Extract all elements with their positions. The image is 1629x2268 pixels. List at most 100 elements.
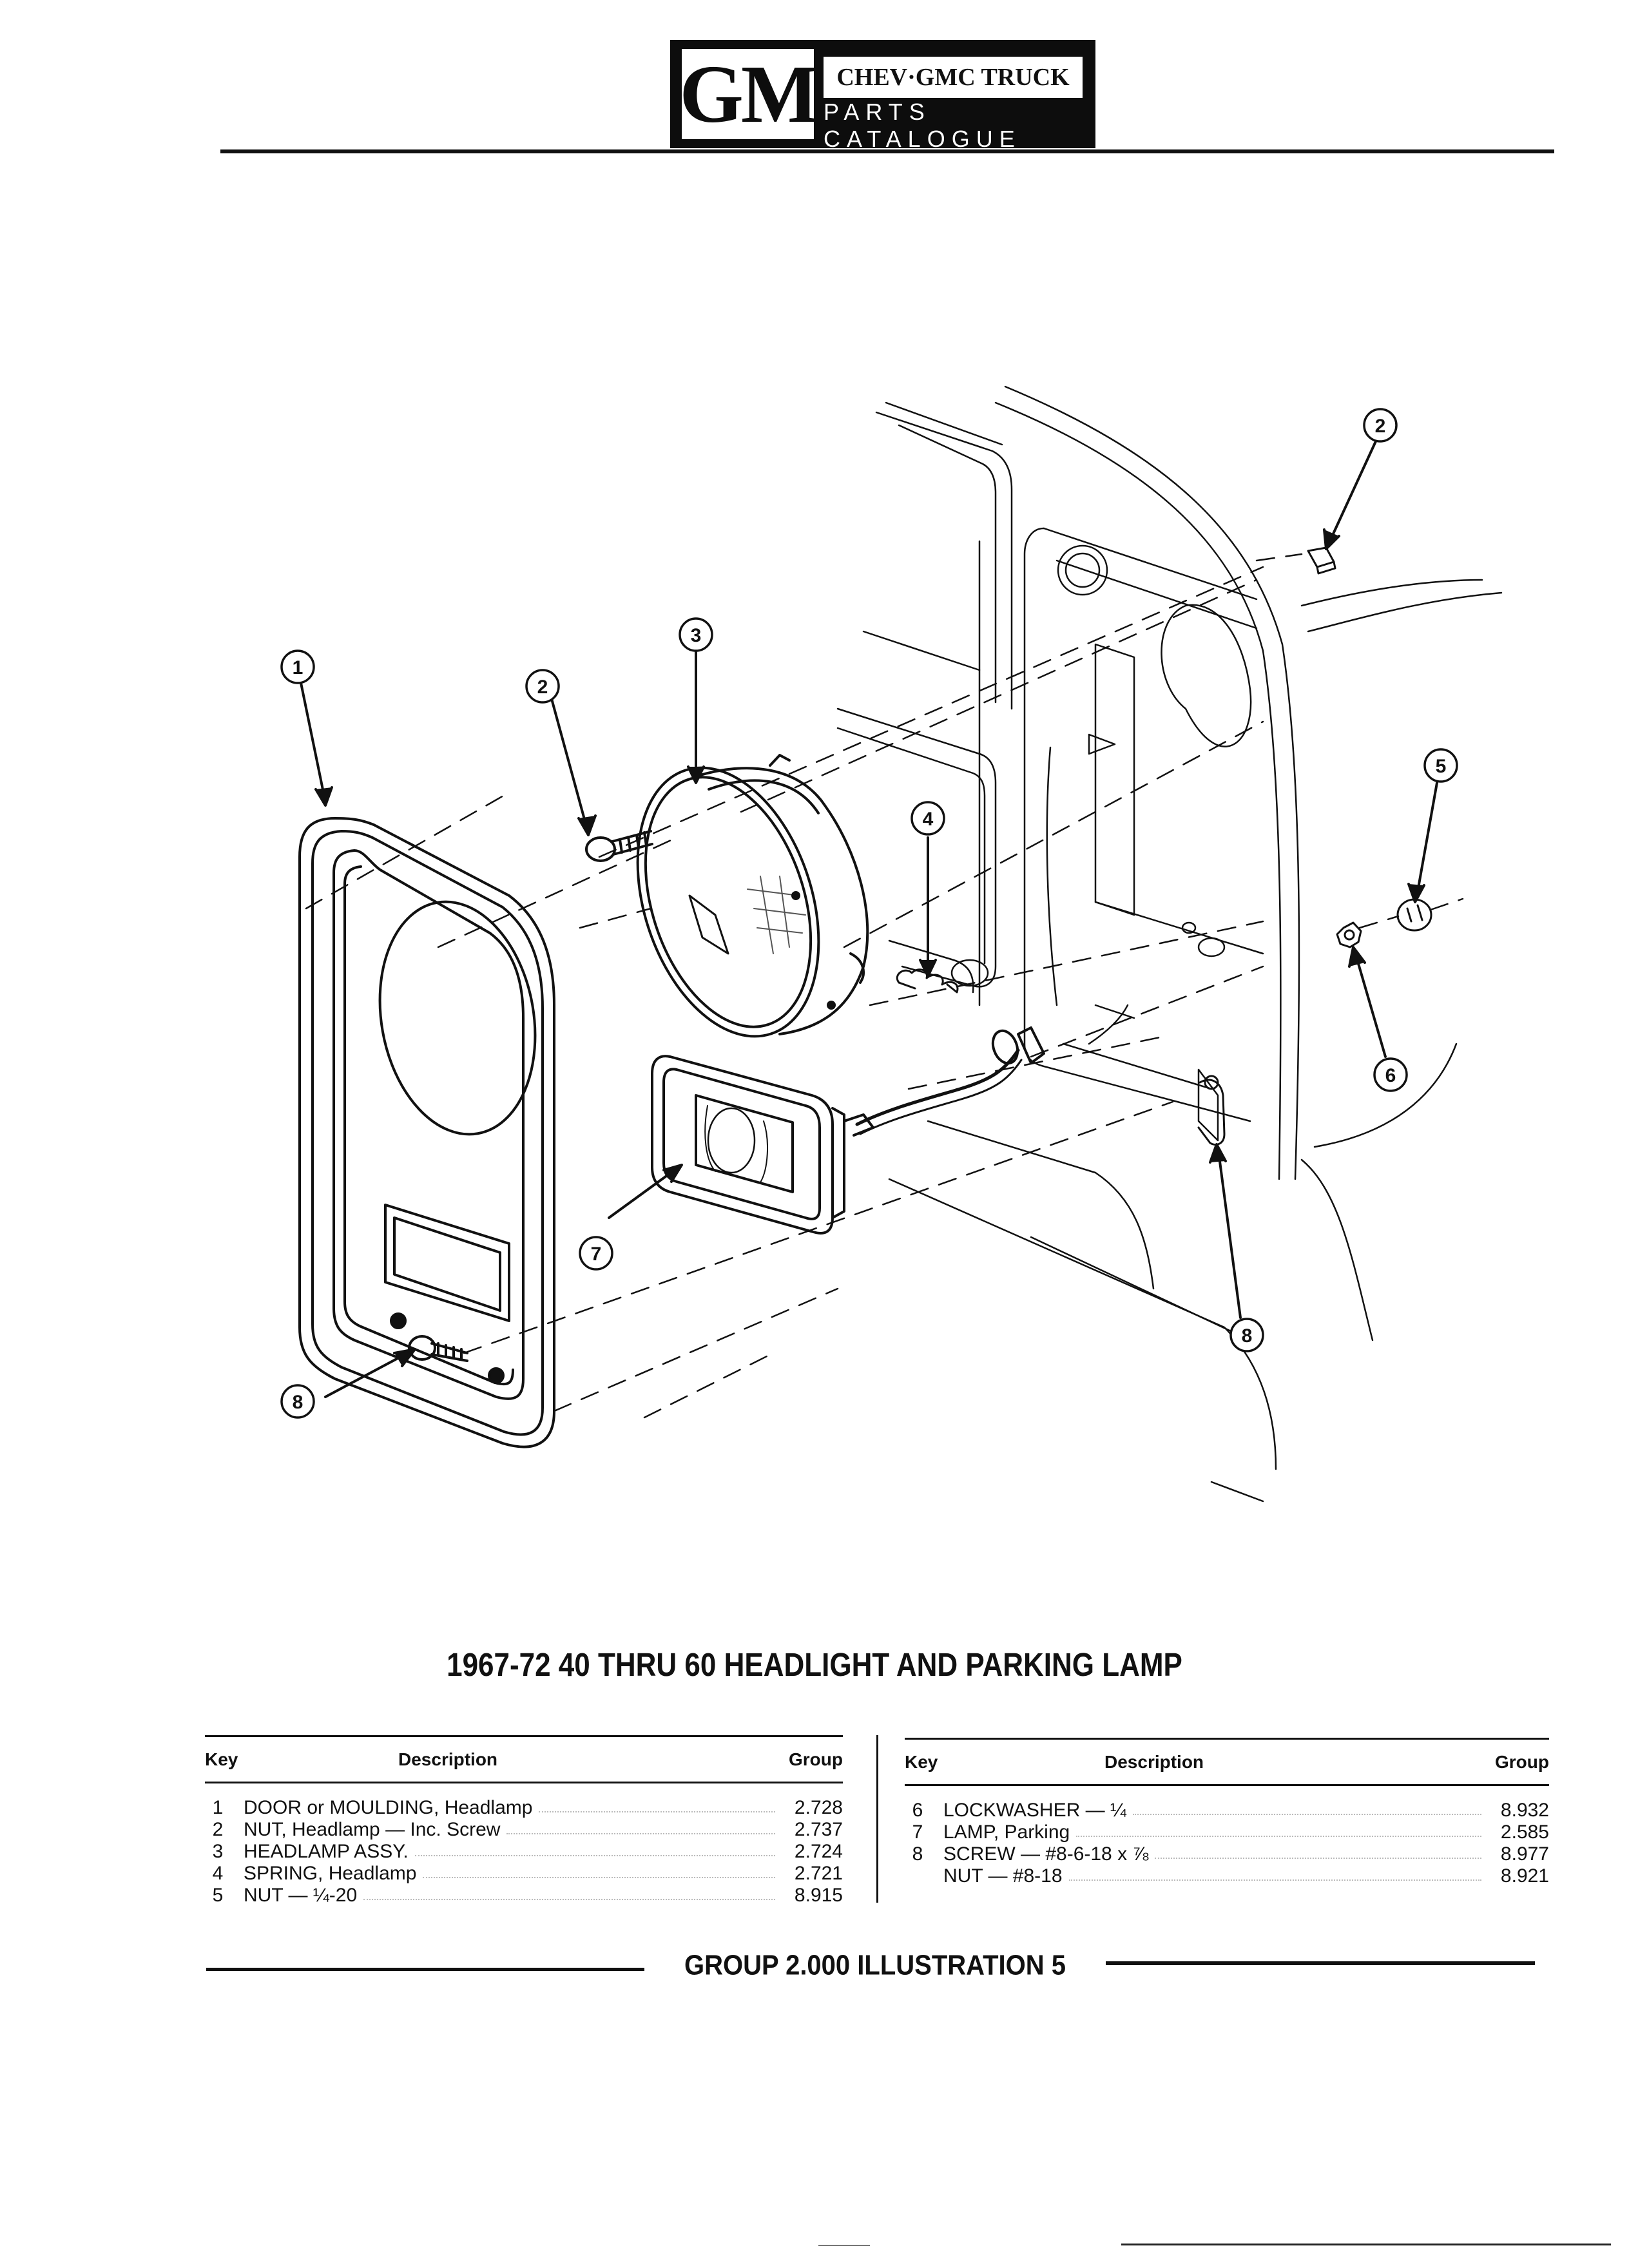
- header-description: Description: [398, 1749, 498, 1769]
- footer-rule-left: [206, 1968, 644, 1971]
- bottom-dash: [818, 2245, 870, 2246]
- brand-text: CHEV·GMC TRUCK: [836, 64, 1070, 91]
- fender-body-drawing: [836, 385, 1503, 1503]
- callout-6-label: 6: [1385, 1065, 1396, 1086]
- table-rule: [905, 1738, 1549, 1740]
- row-description: DOOR or MOULDING, Headlamp: [244, 1797, 533, 1818]
- table-row: 2 NUT, Headlamp — Inc. Screw 2.737: [205, 1819, 843, 1841]
- parking-lamp: [651, 1026, 1045, 1235]
- row-description: LAMP, Parking: [943, 1821, 1070, 1843]
- row-description: NUT, Headlamp — Inc. Screw: [244, 1819, 501, 1840]
- leader-dots: [1132, 1800, 1481, 1815]
- gm-logo-letters: GM: [679, 48, 818, 140]
- table-row: 6 LOCKWASHER — ¼ 8.932: [905, 1800, 1549, 1821]
- leader-dots: [423, 1863, 775, 1878]
- leader-dots: [414, 1841, 775, 1856]
- row-group: 2.585: [1500, 1821, 1549, 1843]
- table-rows: 1 DOOR or MOULDING, Headlamp 2.728 2 NUT…: [205, 1797, 843, 1907]
- row-key: 2: [212, 1819, 224, 1840]
- headlamp-spring: [896, 968, 959, 994]
- callout-2-left: 2: [525, 669, 560, 704]
- table-rule: [205, 1735, 843, 1737]
- row-key: 6: [912, 1800, 923, 1821]
- header-key: Key: [205, 1749, 238, 1769]
- row-group: 8.915: [794, 1885, 843, 1906]
- row-group: 2.728: [794, 1797, 843, 1818]
- callout-4: 4: [911, 801, 945, 836]
- table-row: 7 LAMP, Parking 2.585: [905, 1821, 1549, 1843]
- table-rule: [905, 1784, 1549, 1786]
- row-group: 8.932: [1500, 1800, 1549, 1821]
- callout-8-left-label: 8: [293, 1392, 304, 1413]
- footer-group-illustration: GROUP 2.000 ILLUSTRATION 5: [684, 1949, 1066, 1981]
- row-key: 1: [212, 1797, 224, 1818]
- callout-5: 5: [1423, 748, 1458, 783]
- small-hardware: [1197, 546, 1432, 1146]
- row-description: NUT — #8-18: [943, 1865, 1063, 1887]
- callout-1: 1: [280, 649, 315, 684]
- parts-table-right: Key Description Group 6 LOCKWASHER — ¼ 8…: [905, 1738, 1549, 1925]
- parts-table-left: Key Description Group 1 DOOR or MOULDING…: [205, 1735, 843, 1922]
- header-group: Group: [1495, 1752, 1549, 1772]
- callout-8-right: 8: [1229, 1318, 1264, 1352]
- table-rule: [205, 1782, 843, 1783]
- exploded-parts-illustration: 1 2 3 4 2 5 6 7: [280, 385, 1503, 1503]
- header-rule: [220, 149, 1554, 153]
- leader-dots: [1068, 1865, 1481, 1881]
- row-key: 7: [912, 1821, 923, 1843]
- row-group: 8.921: [1500, 1865, 1549, 1887]
- table-row: 8 SCREW — #8-6-18 x ⅞ 8.977: [905, 1843, 1549, 1865]
- callout-circles: 1 2 3 4 2 5 6 7: [280, 408, 1458, 1419]
- row-group: 2.737: [794, 1819, 843, 1840]
- gm-logo-box: GM: [679, 48, 819, 140]
- callout-2-right: 2: [1363, 408, 1398, 443]
- callout-8-right-label: 8: [1242, 1325, 1253, 1347]
- row-group: 8.977: [1500, 1843, 1549, 1865]
- callout-7-label: 7: [591, 1244, 602, 1265]
- callout-6: 6: [1373, 1057, 1408, 1092]
- table-row: NUT — #8-18 8.921: [905, 1865, 1549, 1887]
- callout-leaders: [300, 440, 1438, 1398]
- row-description: SCREW — #8-6-18 x ⅞: [943, 1843, 1149, 1865]
- leader-dots: [363, 1885, 775, 1900]
- header-key: Key: [905, 1752, 938, 1772]
- brand-box: CHEV·GMC TRUCK: [824, 57, 1083, 98]
- callout-8-left: 8: [280, 1384, 315, 1419]
- callout-3-label: 3: [691, 625, 702, 646]
- row-description: NUT — ¼-20: [244, 1885, 358, 1906]
- callout-7: 7: [579, 1236, 613, 1271]
- leader-dots: [1155, 1843, 1481, 1859]
- headlamp-assembly: [585, 754, 869, 1038]
- table-row: 3 HEADLAMP ASSY. 2.724: [205, 1841, 843, 1863]
- callout-3: 3: [679, 617, 713, 652]
- table-row: 1 DOOR or MOULDING, Headlamp 2.728: [205, 1797, 843, 1819]
- leader-dots: [1076, 1821, 1481, 1837]
- row-key: 4: [212, 1863, 224, 1884]
- table-rows: 6 LOCKWASHER — ¼ 8.932 7 LAMP, Parking 2…: [905, 1800, 1549, 1887]
- table-column-divider: [876, 1735, 878, 1903]
- row-description: LOCKWASHER — ¼: [943, 1800, 1126, 1821]
- row-description: SPRING, Headlamp: [244, 1863, 417, 1884]
- row-group: 2.721: [794, 1863, 843, 1884]
- headlamp-door-moulding: [298, 817, 555, 1448]
- illustration-title: 1967-72 40 THRU 60 HEADLIGHT AND PARKING…: [447, 1647, 1182, 1684]
- table-row: 5 NUT — ¼-20 8.915: [205, 1885, 843, 1907]
- row-key: 3: [212, 1841, 224, 1862]
- header-group: Group: [789, 1749, 843, 1769]
- header-description: Description: [1104, 1752, 1204, 1772]
- callout-4-label: 4: [923, 809, 934, 830]
- row-description: HEADLAMP ASSY.: [244, 1841, 409, 1862]
- callout-1-label: 1: [293, 657, 304, 678]
- table-row: 4 SPRING, Headlamp 2.721: [205, 1863, 843, 1885]
- gm-parts-catalogue-logo: GM CHEV·GMC TRUCK PARTS CATALOGUE: [670, 40, 1095, 152]
- row-key: 5: [212, 1885, 224, 1906]
- row-group: 2.724: [794, 1841, 843, 1862]
- leader-dots: [506, 1819, 775, 1834]
- row-key: 8: [912, 1843, 923, 1865]
- alignment-lines: [305, 553, 1464, 1419]
- callout-5-label: 5: [1436, 756, 1447, 777]
- bottom-rule: [1121, 2244, 1611, 2245]
- callout-2-left-label: 2: [537, 677, 548, 698]
- leader-dots: [539, 1797, 775, 1812]
- footer-rule-right: [1106, 1961, 1535, 1965]
